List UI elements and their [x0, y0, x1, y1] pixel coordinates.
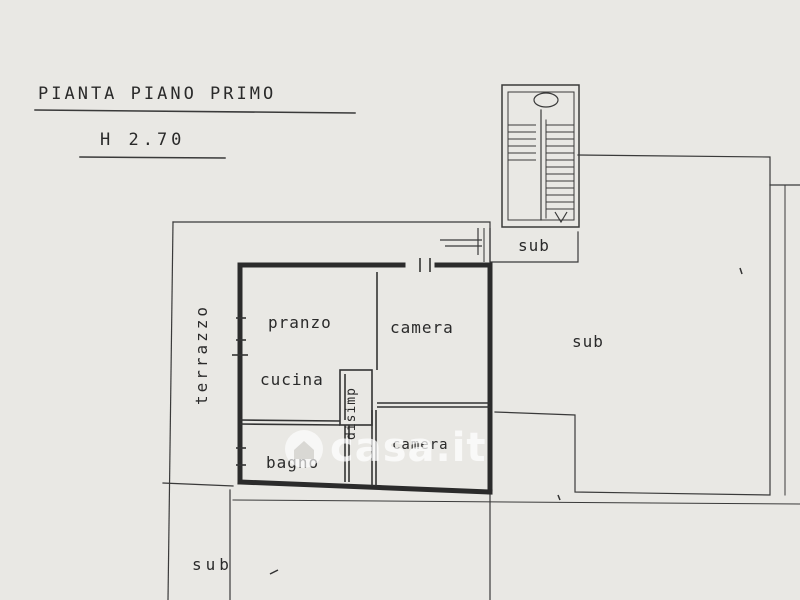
room-label-cucina: cucina [260, 370, 324, 389]
lower-plot-line [232, 499, 800, 505]
small-tick-right-2 [557, 494, 561, 501]
plan-title: PIANTA PIANO PRIMO [38, 84, 277, 104]
height-underline [79, 156, 226, 159]
area-label-sub-bottom: sub [192, 555, 233, 574]
stair-treads [508, 124, 574, 210]
watermark-text: casa.it [330, 425, 487, 471]
stair-outline [501, 84, 580, 228]
wall-bagno-top-2 [239, 423, 341, 426]
room-label-pranzo: pranzo [268, 313, 332, 332]
entry-arrows-icon [440, 228, 482, 255]
small-tick-bottom [269, 569, 279, 575]
wall-bagno-top [239, 419, 341, 422]
site-left-edge [167, 221, 174, 600]
area-label-terrazzo: terrazzo [192, 303, 211, 405]
area-label-sub-right: sub [572, 332, 604, 351]
house-logo-icon [285, 430, 323, 468]
apartment-wall-top-right [434, 262, 493, 495]
stair-landing-mark [533, 92, 559, 108]
terrace-bottom-edge [162, 482, 234, 487]
title-underline [34, 109, 356, 114]
room-label-camera-top: camera [390, 318, 454, 337]
disimp-box [339, 369, 373, 426]
area-label-sub-stair: sub [518, 236, 550, 255]
room-label-camera-bottom: camera [392, 437, 449, 453]
ceiling-height-label: H 2.70 [100, 130, 186, 150]
small-tick-right [739, 267, 743, 275]
sub-right-outline [494, 154, 771, 496]
stair-arrow-icon [554, 211, 568, 224]
apartment-wall-bottom [237, 479, 493, 495]
